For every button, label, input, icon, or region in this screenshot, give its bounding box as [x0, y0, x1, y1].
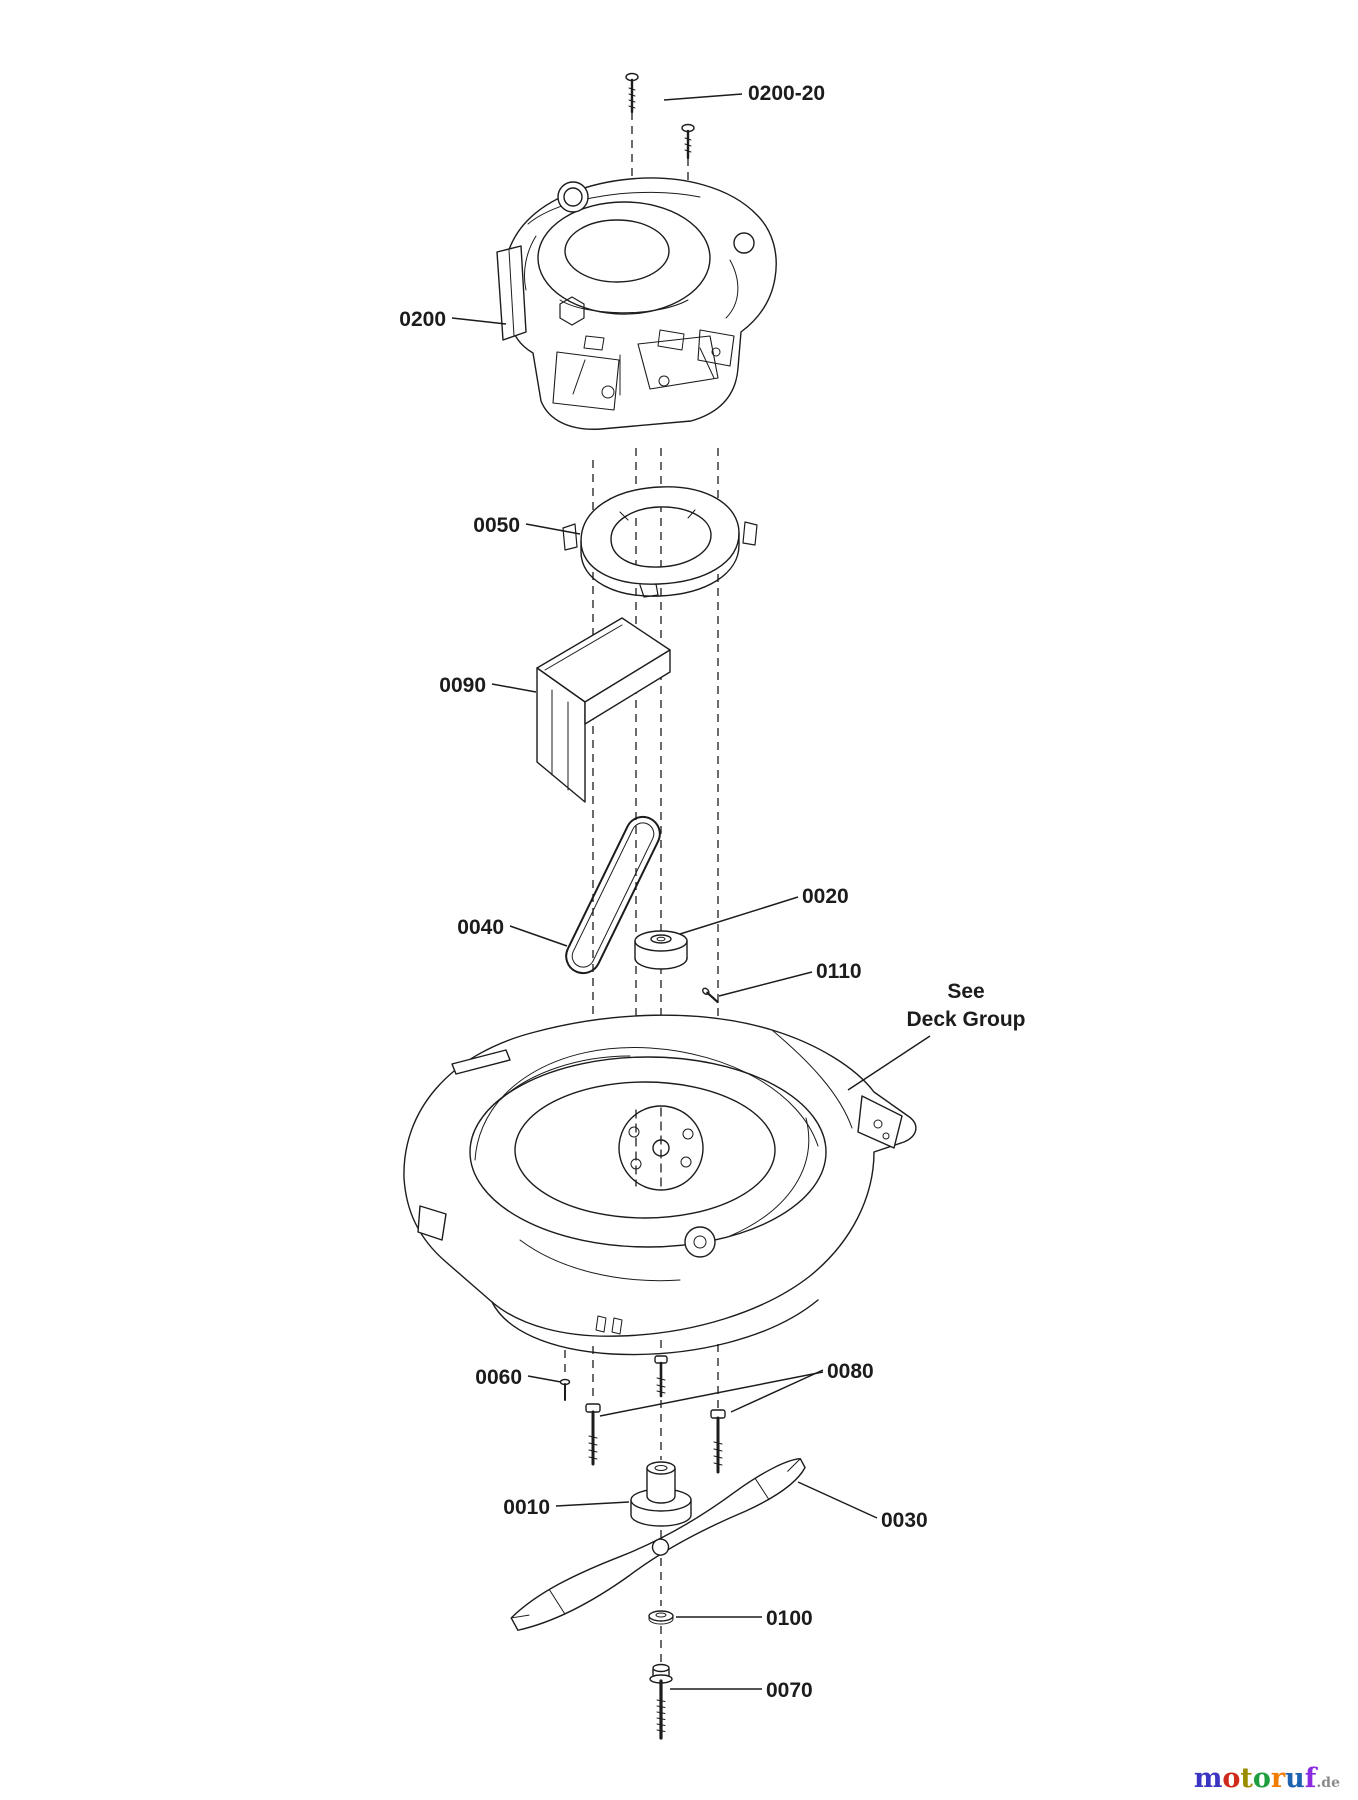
leader-0020: [679, 896, 799, 935]
mounting-bolt-left: [585, 1403, 601, 1466]
blade-bolt: [649, 1663, 673, 1740]
callout-0080: 0080: [827, 1360, 874, 1383]
callout-0100: 0100: [766, 1607, 813, 1630]
leader-0010: [555, 1501, 630, 1507]
mower-deck: [403, 1014, 917, 1356]
deck-screw: [559, 1378, 571, 1401]
leader-0050: [525, 523, 581, 535]
logo-suffix: .de: [1316, 1775, 1340, 1791]
callout-0060: 0060: [475, 1366, 522, 1389]
note-see: See: [947, 980, 984, 1003]
callout-0200-20: 0200-20: [748, 82, 825, 105]
callout-0050: 0050: [473, 514, 520, 537]
logo-letter: o: [1253, 1763, 1271, 1794]
mounting-bolt-center: [654, 1355, 668, 1398]
blade-washer: [648, 1610, 674, 1625]
leader-see-deck-group: [847, 1035, 931, 1091]
leader-0090: [491, 683, 537, 693]
callout-0110: 0110: [816, 960, 862, 983]
logo-letter: o: [1222, 1763, 1240, 1794]
alignment-centerlines: [564, 112, 719, 1662]
leader-0060: [527, 1375, 562, 1383]
blower-housing: [562, 486, 758, 598]
leader-0040: [509, 925, 568, 947]
mounting-bolt-right: [710, 1409, 726, 1474]
callout-0040: 0040: [457, 916, 504, 939]
blade-adapter: [630, 1461, 692, 1527]
logo-letter: t: [1240, 1763, 1253, 1794]
logo-letter: r: [1271, 1763, 1286, 1794]
leader-0200: [451, 317, 507, 325]
belt-cover: [536, 617, 671, 803]
engine-screw-b: [681, 123, 695, 160]
leader-lines: [451, 93, 931, 1690]
engine-assembly: [496, 177, 777, 430]
callout-0070: 0070: [766, 1679, 813, 1702]
leader-0200-20: [663, 93, 743, 101]
leader-0110: [718, 971, 813, 997]
note-deck-group: Deck Group: [906, 1008, 1025, 1031]
callout-0030: 0030: [881, 1509, 928, 1532]
drive-belt: [565, 815, 661, 975]
pulley: [634, 930, 688, 970]
callout-0200: 0200: [399, 308, 446, 331]
logo-letter: u: [1285, 1763, 1305, 1794]
footer-logo: motoruf.de: [1194, 1763, 1340, 1794]
logo-letter: m: [1194, 1763, 1223, 1794]
callout-0010: 0010: [503, 1496, 550, 1519]
callout-labels: 0200-20 0200 0050 0090 0040 0020 0110 Se…: [399, 82, 1025, 1702]
callout-0020: 0020: [802, 885, 849, 908]
callout-0090: 0090: [439, 674, 486, 697]
leader-0080-b: [599, 1371, 824, 1417]
blade: [510, 1458, 806, 1631]
pin: [702, 987, 719, 1004]
leader-0030: [797, 1481, 878, 1519]
engine-screw-a: [625, 72, 639, 114]
logo-letter: f: [1305, 1763, 1319, 1794]
leader-0080-a: [730, 1369, 824, 1413]
